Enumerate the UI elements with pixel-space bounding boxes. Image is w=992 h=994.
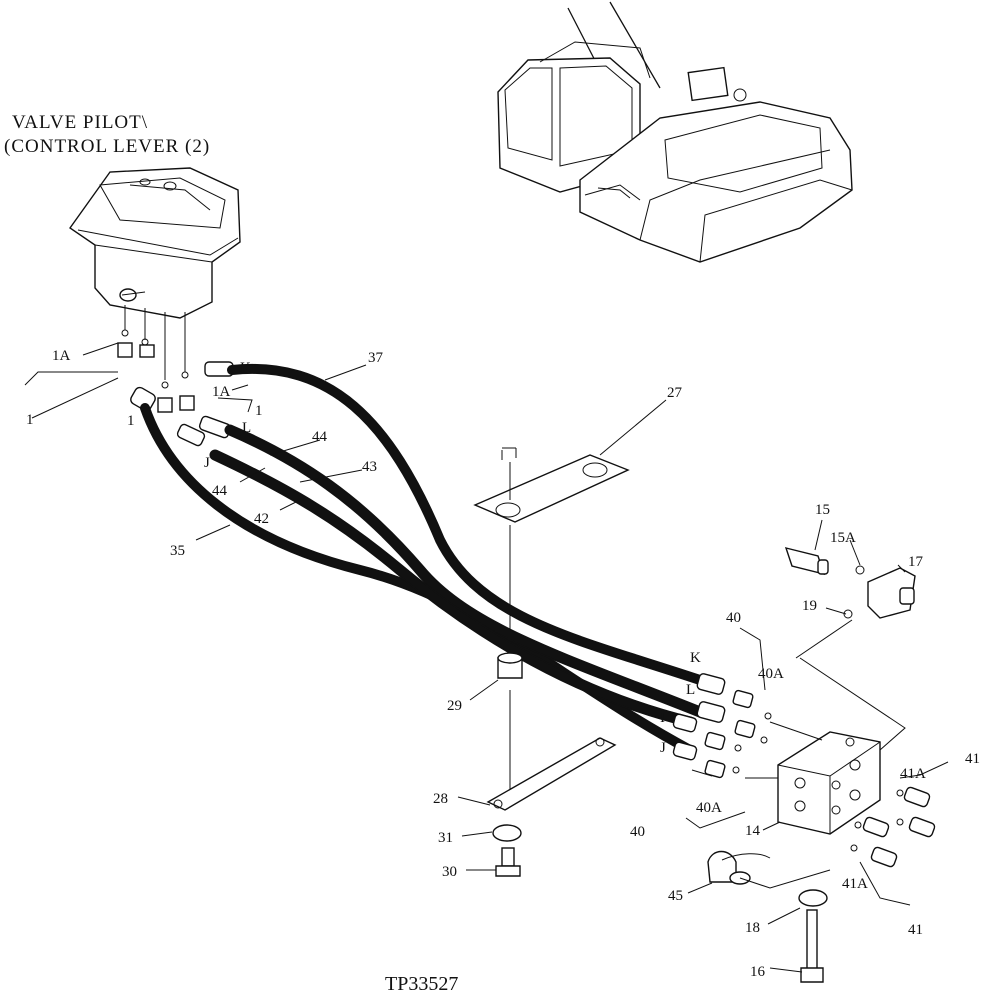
callout-31: 31: [438, 830, 453, 846]
drawing-code: TP33527: [385, 973, 458, 994]
callout-17: 17: [908, 554, 924, 570]
callout-43: 43: [362, 459, 377, 475]
callout-28: 28: [433, 791, 448, 807]
callout-K: K: [690, 650, 701, 666]
callout-K: K: [240, 360, 251, 376]
callout-14: 14: [745, 823, 761, 839]
callout-L: L: [686, 682, 695, 698]
callout-40A: 40A: [758, 666, 784, 682]
callout-41A: 41A: [900, 766, 926, 782]
callout-15: 15: [815, 502, 830, 518]
callout-44: 44: [212, 483, 228, 499]
callout-35: 35: [170, 543, 185, 559]
pilot-valve-illustration: [69, 167, 241, 447]
callout-leaders: [24, 342, 949, 973]
callout-19: 19: [802, 598, 817, 614]
callout-I: I: [660, 710, 665, 726]
callout-41A: 41A: [842, 876, 868, 892]
callout-40: 40: [726, 610, 741, 626]
callout-27: 27: [667, 385, 683, 401]
callout-40: 40: [630, 824, 645, 840]
callout-1A: 1A: [212, 384, 231, 400]
callout-29: 29: [447, 698, 462, 714]
callout-41: 41: [908, 922, 923, 938]
title-line-1: VALVE PILOT\: [12, 112, 148, 133]
callout-J: J: [660, 740, 666, 756]
callout-L: L: [242, 420, 251, 436]
callout-37: 37: [368, 350, 384, 366]
callout-1: 1: [127, 413, 135, 429]
title-line-2: (CONTROL LEVER (2): [4, 136, 210, 157]
valve-block-assembly: [672, 547, 936, 983]
callout-1: 1: [255, 403, 263, 419]
callout-18: 18: [745, 920, 760, 936]
callout-45: 45: [668, 888, 683, 904]
callout-1A: 1A: [52, 348, 71, 364]
callout-40A: 40A: [696, 800, 722, 816]
callout-44: 44: [312, 429, 328, 445]
hoses: [140, 363, 706, 755]
callout-15A: 15A: [830, 530, 856, 546]
callout-30: 30: [442, 864, 457, 880]
callout-J: J: [204, 455, 210, 471]
mounting-hardware: [473, 447, 630, 877]
callout-41: 41: [965, 751, 980, 767]
excavator-illustration: [497, 1, 853, 263]
callout-1: 1: [26, 412, 34, 428]
callout-16: 16: [750, 964, 766, 980]
callout-42: 42: [254, 511, 269, 527]
